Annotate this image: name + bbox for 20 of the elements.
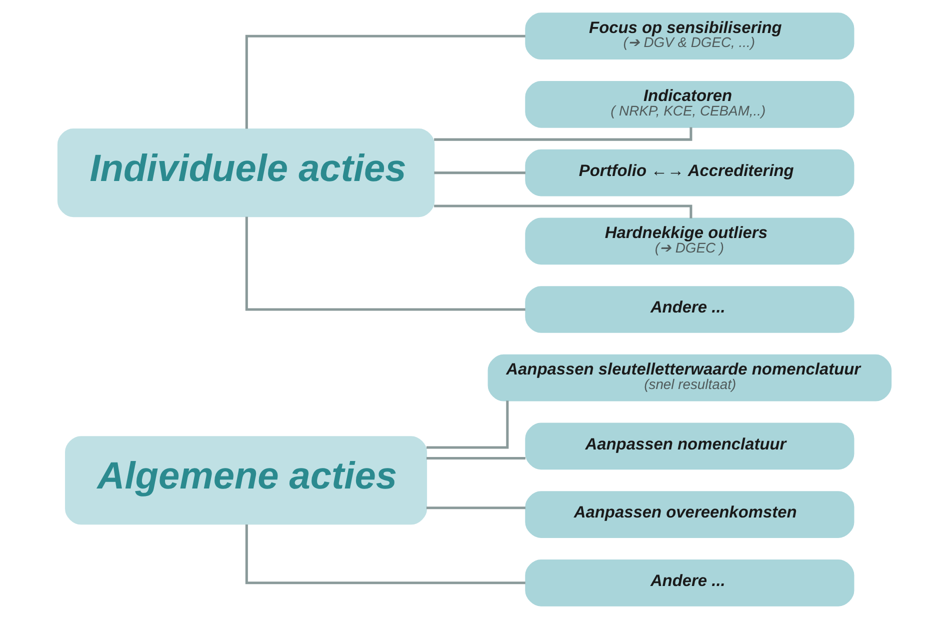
connector	[434, 204, 692, 218]
connector	[245, 524, 526, 584]
connector	[434, 127, 692, 141]
node-box: Portfolio ←→ Accreditering	[525, 149, 854, 196]
node-box: Algemene acties	[65, 436, 428, 525]
connector	[426, 456, 526, 460]
connector	[434, 172, 526, 174]
node-box: Andere ...	[525, 286, 854, 333]
node-box: Andere ...	[525, 559, 854, 606]
node-box: Hardnekkige outliers (➔ DGEC )	[525, 218, 854, 265]
node-box: Focus op sensibilisering (➔ DGV & DGEC, ...)	[525, 12, 854, 60]
node-box: Individuele acties	[57, 128, 435, 218]
connector	[245, 216, 526, 311]
node-box: Aanpassen overeenkomsten	[525, 491, 854, 538]
connector	[426, 506, 526, 510]
node-box: Aanpassen nomenclatuur	[525, 422, 854, 470]
node-box: Aanpassen sleutelletterwaarde nomenclatuur (snel resultaat)	[488, 354, 892, 402]
node-box: Indicatoren ( NRKP, KCE, CEBAM,..)	[525, 81, 854, 128]
connector	[245, 34, 526, 129]
connector	[426, 400, 509, 449]
